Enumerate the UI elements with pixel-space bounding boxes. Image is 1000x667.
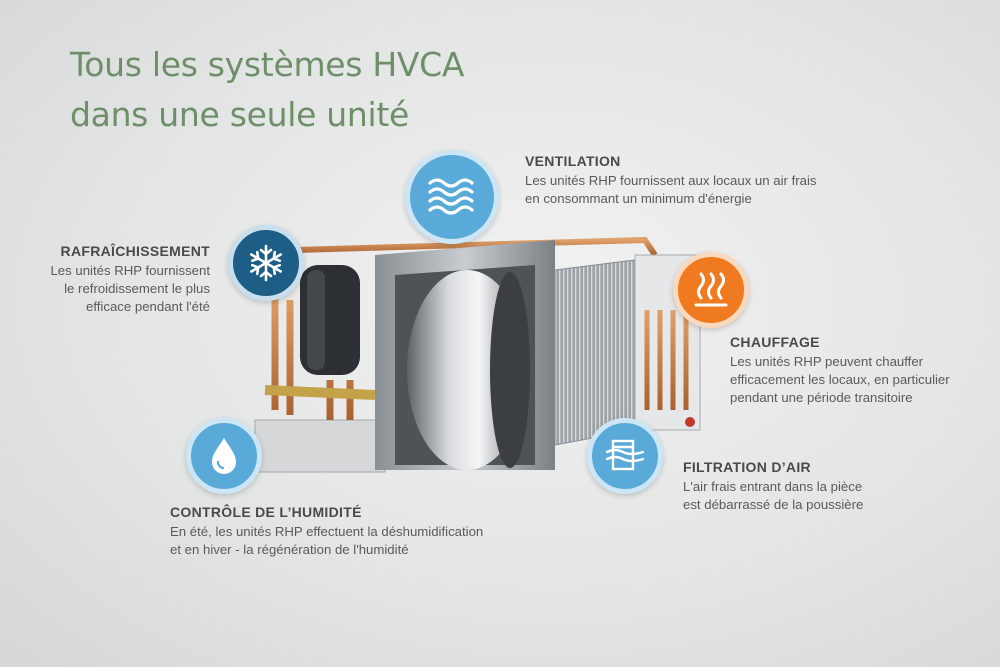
heat-waves-icon: [694, 272, 728, 307]
filter-icon: [605, 439, 645, 471]
ventilation-icon-badge: [405, 150, 499, 244]
feature-heading: RAFRAÎCHISSEMENT: [60, 243, 210, 259]
airflow-waves-icon: [428, 178, 474, 215]
feature-heading: CONTRÔLE DE L’HUMIDITÉ: [170, 504, 362, 520]
feature-description: Les unités RHP peuvent chauffer efficace…: [730, 354, 950, 405]
filtration-icon-badge: [587, 418, 663, 494]
feature-description: Les unités RHP fournissent le refroidiss…: [50, 263, 210, 314]
feature-description: En été, les unités RHP effectuent la dés…: [170, 524, 484, 557]
humidity-icon-badge: [186, 418, 262, 494]
feature-heading: CHAUFFAGE: [730, 334, 820, 350]
feature-humidity: CONTRÔLE DE L’HUMIDITÉ En été, les unité…: [170, 504, 483, 559]
snowflake-icon: [249, 244, 283, 282]
feature-filtration: FILTRATION D’AIR L'air frais entrant dan…: [683, 459, 863, 514]
feature-description: Les unités RHP fournissent aux locaux un…: [525, 173, 817, 206]
feature-heading: VENTILATION: [525, 153, 621, 169]
feature-heading: FILTRATION D’AIR: [683, 459, 811, 475]
title-line-1: Tous les systèmes HVCA: [70, 45, 465, 84]
feature-description: L'air frais entrant dans la pièce est dé…: [683, 479, 864, 512]
heating-icon-badge: [673, 252, 749, 328]
feature-cooling: RAFRAÎCHISSEMENT Les unités RHP fourniss…: [50, 243, 210, 316]
page-title: Tous les systèmes HVCA dans une seule un…: [70, 40, 464, 140]
hvac-unit-illustration: [254, 236, 701, 473]
water-drop-icon: [212, 438, 236, 474]
cooling-icon-badge: [228, 225, 304, 301]
feature-heating: CHAUFFAGE Les unités RHP peuvent chauffe…: [730, 334, 950, 407]
feature-ventilation: VENTILATION Les unités RHP fournissent a…: [525, 153, 817, 208]
title-line-2: dans une seule unité: [70, 95, 410, 134]
